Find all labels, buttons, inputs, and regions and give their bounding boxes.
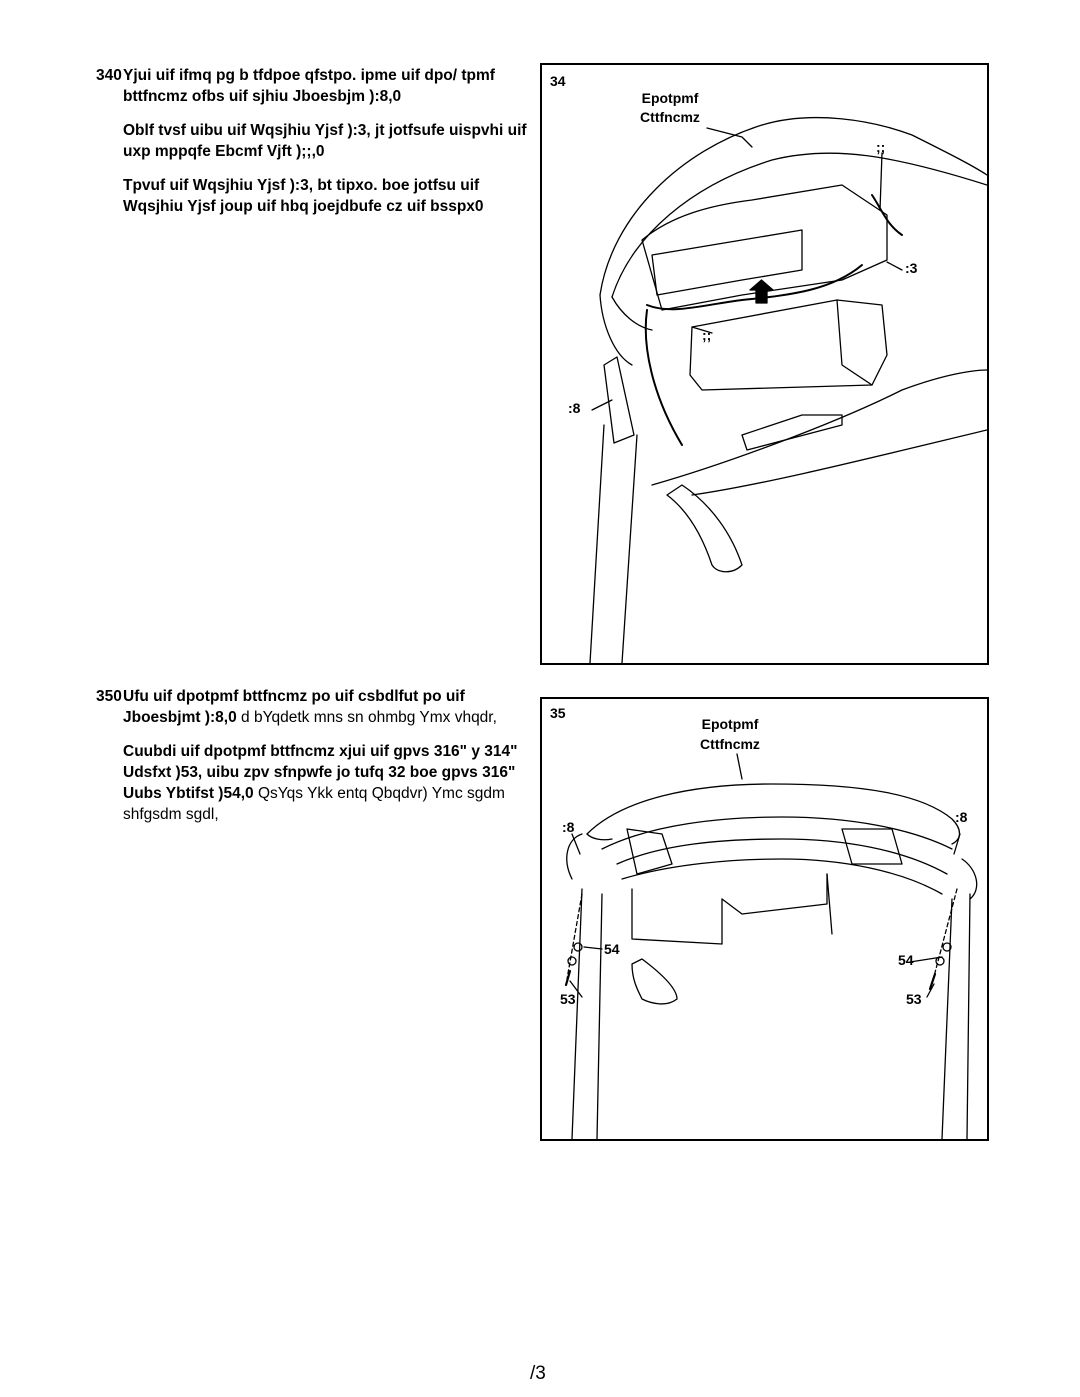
bold-text: Cuubdi uif dpotpmf bttfncmz xjui uif gpv… <box>123 743 518 802</box>
console-bracket-illustration <box>564 753 978 1139</box>
normal-text: d bYqdetk mns sn ohmbg Ymx vhqdr, <box>241 709 497 726</box>
figure-number: 34 <box>550 73 566 89</box>
figure-title-line1: Epotpmf <box>701 716 759 732</box>
page-number: /3 <box>530 1363 546 1384</box>
figure-title-line2: Cttfncmz <box>700 736 760 752</box>
callout-label: 54 <box>898 952 914 968</box>
callout-label: 53 <box>906 991 922 1007</box>
figure-number: 35 <box>550 705 566 721</box>
callout-label: 53 <box>560 991 576 1007</box>
callout-label: 54 <box>604 941 620 957</box>
callout-label: :3 <box>905 260 918 276</box>
normal-text: QsYqs Ykk entq Qbqdvr) Ymc sgdm shfgsdm … <box>123 785 505 823</box>
figure-34-panel: 34 Epotpmf Cttfncmz ;; :3 ;; :8 <box>540 63 989 665</box>
console-assembly-illustration <box>589 116 987 663</box>
callout-label: ;; <box>702 327 712 343</box>
figure-title-line1: Epotpmf <box>641 90 699 106</box>
callout-label: ;; <box>876 139 886 155</box>
step-paragraph: Cuubdi uif dpotpmf bttfncmz xjui uif gpv… <box>96 741 536 825</box>
step-number: 350 <box>96 688 122 705</box>
figure-title-line2: Cttfncmz <box>640 109 700 125</box>
step-paragraph: Yjui uif ifmq pg b tfdpoe qfstpo. ipme u… <box>123 67 495 105</box>
step-number: 340 <box>96 67 122 84</box>
figure-35-panel: 35 Epotpmf Cttfncmz :8 :8 54 54 53 53 <box>540 697 989 1141</box>
step-340: 340 Yjui uif ifmq pg b tfdpoe qfstpo. ip… <box>96 65 536 230</box>
step-paragraph: Oblf tvsf uibu uif Wqsjhiu Yjsf ):3, jt … <box>123 122 527 160</box>
bold-text: Ufu uif dpotpmf bttfncmz po uif csbdlfut… <box>123 688 465 726</box>
callout-label: :8 <box>562 819 575 835</box>
callout-label: :8 <box>955 809 968 825</box>
step-paragraph: Ufu uif dpotpmf bttfncmz po uif csbdlfut… <box>96 686 536 728</box>
step-paragraph: Tpvuf uif Wqsjhiu Yjsf ):3, bt tipxo. bo… <box>123 177 484 215</box>
step-350: 350 Ufu uif dpotpmf bttfncmz po uif csbd… <box>96 686 536 838</box>
callout-label: :8 <box>568 400 581 416</box>
